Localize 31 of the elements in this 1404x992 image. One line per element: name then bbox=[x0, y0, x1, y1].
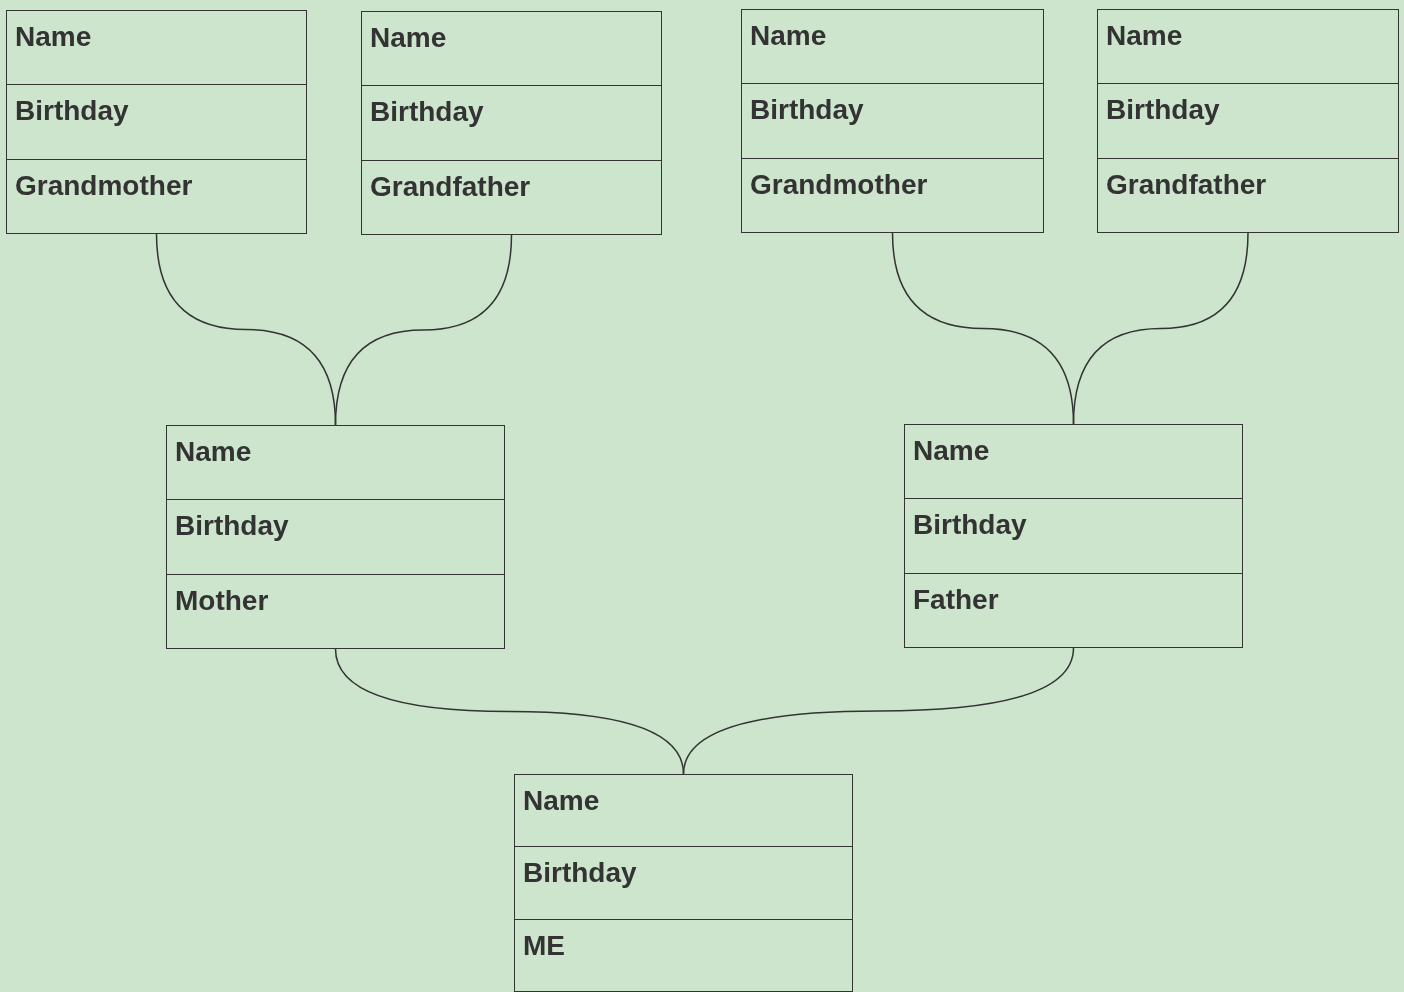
field-text: Name bbox=[913, 435, 990, 466]
field-text: Birthday bbox=[370, 96, 484, 128]
field-text: Name bbox=[1106, 20, 1183, 51]
record-card bbox=[741, 9, 1044, 233]
record-card bbox=[1097, 9, 1399, 233]
record-card bbox=[166, 425, 505, 649]
field-text: Grandmother bbox=[15, 169, 193, 201]
field-text: Grandfather bbox=[1106, 168, 1267, 200]
connector-line bbox=[334, 234, 513, 426]
field-text: Grandfather bbox=[370, 170, 531, 202]
field-text: Name bbox=[15, 21, 92, 52]
record-card bbox=[6, 10, 307, 234]
connector-line bbox=[1072, 232, 1249, 425]
connector-line bbox=[682, 647, 1075, 775]
field-text: Name bbox=[750, 20, 827, 51]
field-text: Name bbox=[523, 785, 600, 816]
record-card bbox=[514, 774, 853, 992]
field-text: Birthday bbox=[175, 510, 289, 542]
record-card bbox=[904, 424, 1243, 648]
field-text: Birthday bbox=[913, 509, 1027, 541]
field-text: Birthday bbox=[1106, 94, 1220, 126]
field-text: Birthday bbox=[523, 857, 637, 889]
field-text: Birthday bbox=[750, 94, 864, 126]
record-card bbox=[361, 11, 662, 235]
field-text: ME bbox=[523, 929, 565, 961]
field-text: Grandmother bbox=[750, 168, 928, 200]
field-text: Birthday bbox=[15, 95, 129, 127]
field-text: Mother bbox=[175, 584, 269, 616]
field-text: Name bbox=[370, 22, 447, 53]
field-text: Name bbox=[175, 436, 252, 467]
field-text: Father bbox=[913, 583, 999, 615]
